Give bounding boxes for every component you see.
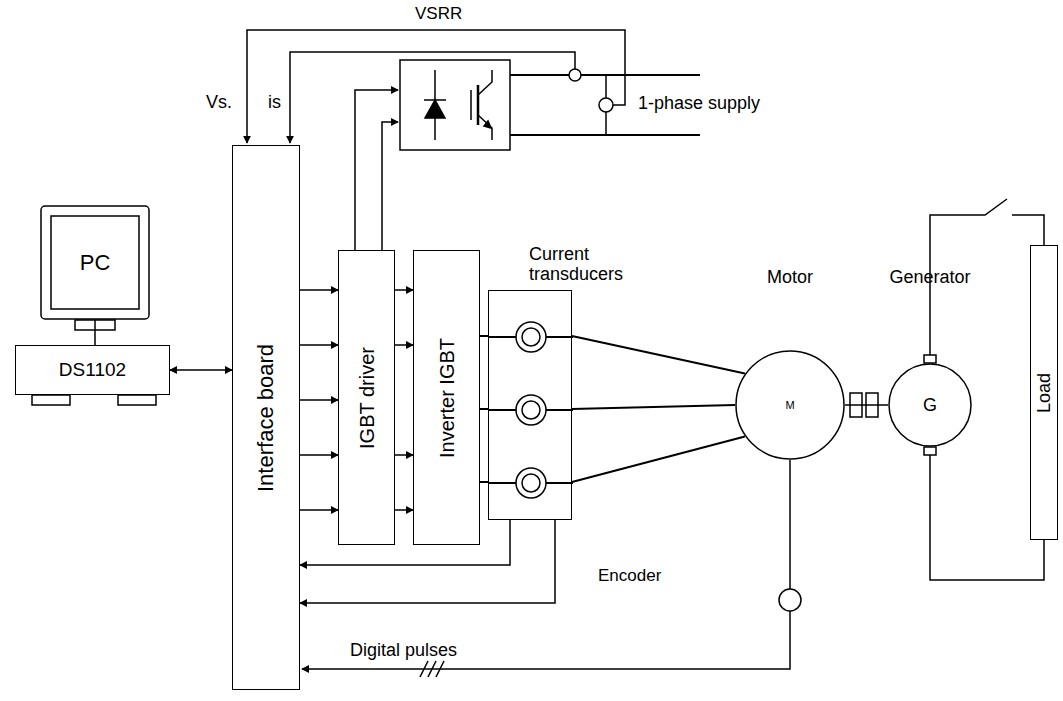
vertical-label: Interface board <box>253 344 278 492</box>
transducer-ring <box>522 328 540 346</box>
connector-line <box>395 509 413 511</box>
bus-tick <box>420 661 428 677</box>
connector-line <box>572 405 735 409</box>
signal-label: Encoder <box>598 566 661 586</box>
computer-foot <box>32 395 70 405</box>
interface-board: Interface board <box>232 145 300 690</box>
vertical-label: Load <box>1034 372 1055 412</box>
pulse-wire <box>302 611 790 669</box>
transducer-ring <box>522 474 540 492</box>
gate-signal-wire <box>355 90 398 250</box>
transducer-ring <box>516 322 546 352</box>
connector-line <box>572 336 745 374</box>
connector-line <box>94 320 96 345</box>
box-label: PC <box>80 250 111 275</box>
diode-bar <box>424 99 446 101</box>
connector-line <box>930 447 1044 580</box>
connector-line <box>480 335 488 337</box>
connector-line <box>300 454 338 456</box>
encoder-shaft <box>789 460 791 589</box>
vertical-label: IGBT driver <box>355 347 378 449</box>
symbol-letter: M <box>785 399 794 412</box>
signal-label: VSRR <box>415 4 462 24</box>
connector-line <box>395 454 413 456</box>
connector-line <box>480 481 488 483</box>
machine-circle <box>736 351 844 459</box>
signal-label: Vs. <box>206 92 232 113</box>
connector-line <box>300 509 338 511</box>
heading-label: Generator <box>889 267 970 288</box>
voltage-sensor <box>599 98 613 112</box>
igbt-emitter <box>478 115 492 140</box>
current-sensor <box>569 69 581 81</box>
connector-line <box>170 369 232 371</box>
monitor-case <box>41 206 149 319</box>
connector-line <box>572 437 745 483</box>
igbt-arrow <box>484 121 491 128</box>
heading-label: Motor <box>767 267 813 288</box>
vertical-label: Inverter IGBT <box>435 337 458 457</box>
current-feedback-wire <box>290 52 575 143</box>
connector-line <box>480 408 488 410</box>
connector-line <box>300 344 338 346</box>
bus-tick <box>436 661 444 677</box>
diode-symbol <box>425 100 445 118</box>
signal-label: is <box>268 92 281 113</box>
connector-line <box>845 404 888 406</box>
igbt-gate <box>470 90 472 120</box>
supply-line <box>510 134 700 136</box>
box-label: DS1102 <box>59 359 126 381</box>
gate-signal-wire <box>382 122 398 250</box>
transducer-symbols <box>489 291 571 519</box>
computer-foot <box>118 395 156 405</box>
motor-circle: MotorM <box>735 350 845 460</box>
connector-line <box>395 344 413 346</box>
driver-box: IGBT driver <box>338 250 395 545</box>
bus-tick <box>428 661 436 677</box>
inverter-box: Inverter IGBT <box>413 250 480 545</box>
monitor-screen <box>51 216 139 309</box>
heading-label: Current transducers <box>529 244 639 285</box>
connector-line <box>300 399 338 401</box>
transducer-ring <box>516 395 546 425</box>
brush-terminal <box>924 355 936 363</box>
signal-label: Digital pulses <box>350 640 457 661</box>
connector-line <box>300 289 338 291</box>
brush-terminal <box>924 447 936 455</box>
controller-board: DS1102 <box>15 345 170 395</box>
connector-line <box>395 289 413 291</box>
signal-label: 1-phase supply <box>638 93 760 114</box>
encoder-symbol <box>779 589 801 611</box>
voltage-feedback-wire <box>247 30 625 143</box>
load-box: Load <box>1030 245 1058 540</box>
transducer-ring <box>516 468 546 498</box>
transducer-ring <box>522 401 540 419</box>
transducer-box: Current transducers <box>488 290 572 520</box>
generator-circle: GeneratorG <box>888 363 972 447</box>
supply-line <box>510 74 700 76</box>
pc-monitor: PC <box>40 205 150 320</box>
symbol-letter: G <box>923 395 937 416</box>
machine-circle <box>889 364 971 446</box>
igbt-collector <box>478 70 492 95</box>
igbt-channel <box>477 85 480 125</box>
rectifier-box <box>400 60 510 150</box>
